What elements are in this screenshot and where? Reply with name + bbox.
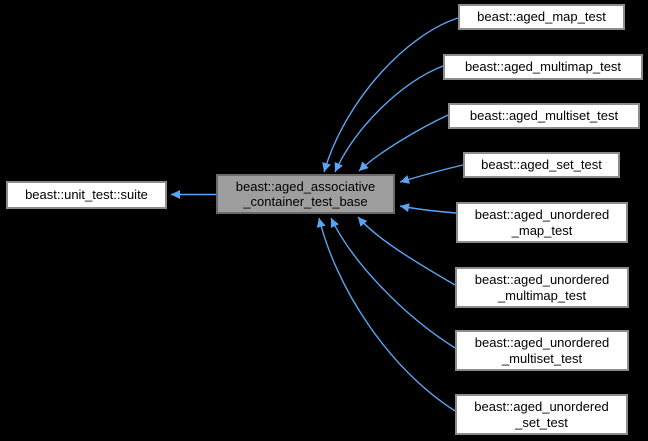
node-beast-unit-test-suite[interactable]: beast::unit_test::suite [6,181,167,209]
edge-aged-unordered-multimap-test [357,216,456,286]
node-beast-aged-unordered-map-test[interactable]: beast::aged_unordered _map_test [456,202,628,243]
edge-aged-unordered-multiset-test [330,217,456,349]
node-beast-aged-associative-container-test-base: beast::aged_associative _container_test_… [216,174,395,214]
edge-aged-map-test [322,17,459,173]
node-beast-aged-map-test[interactable]: beast::aged_map_test [458,4,625,30]
edge-aged-unordered-set-test [316,217,456,412]
node-beast-aged-unordered-multiset-test[interactable]: beast::aged_unordered _multiset_test [455,330,629,371]
edge-aged-multiset-test [358,114,449,172]
node-beast-aged-unordered-set-test[interactable]: beast::aged_unordered _set_test [455,394,628,435]
node-beast-aged-multiset-test[interactable]: beast::aged_multiset_test [448,103,640,129]
node-beast-aged-set-test[interactable]: beast::aged_set_test [463,152,620,178]
edge-aged-set-test [399,164,464,184]
edge-aged-multimap-test [334,65,444,173]
node-beast-aged-unordered-multimap-test[interactable]: beast::aged_unordered _multimap_test [455,267,629,308]
edge-aged-unordered-map-test [399,203,457,214]
node-beast-aged-multimap-test[interactable]: beast::aged_multimap_test [443,54,643,80]
